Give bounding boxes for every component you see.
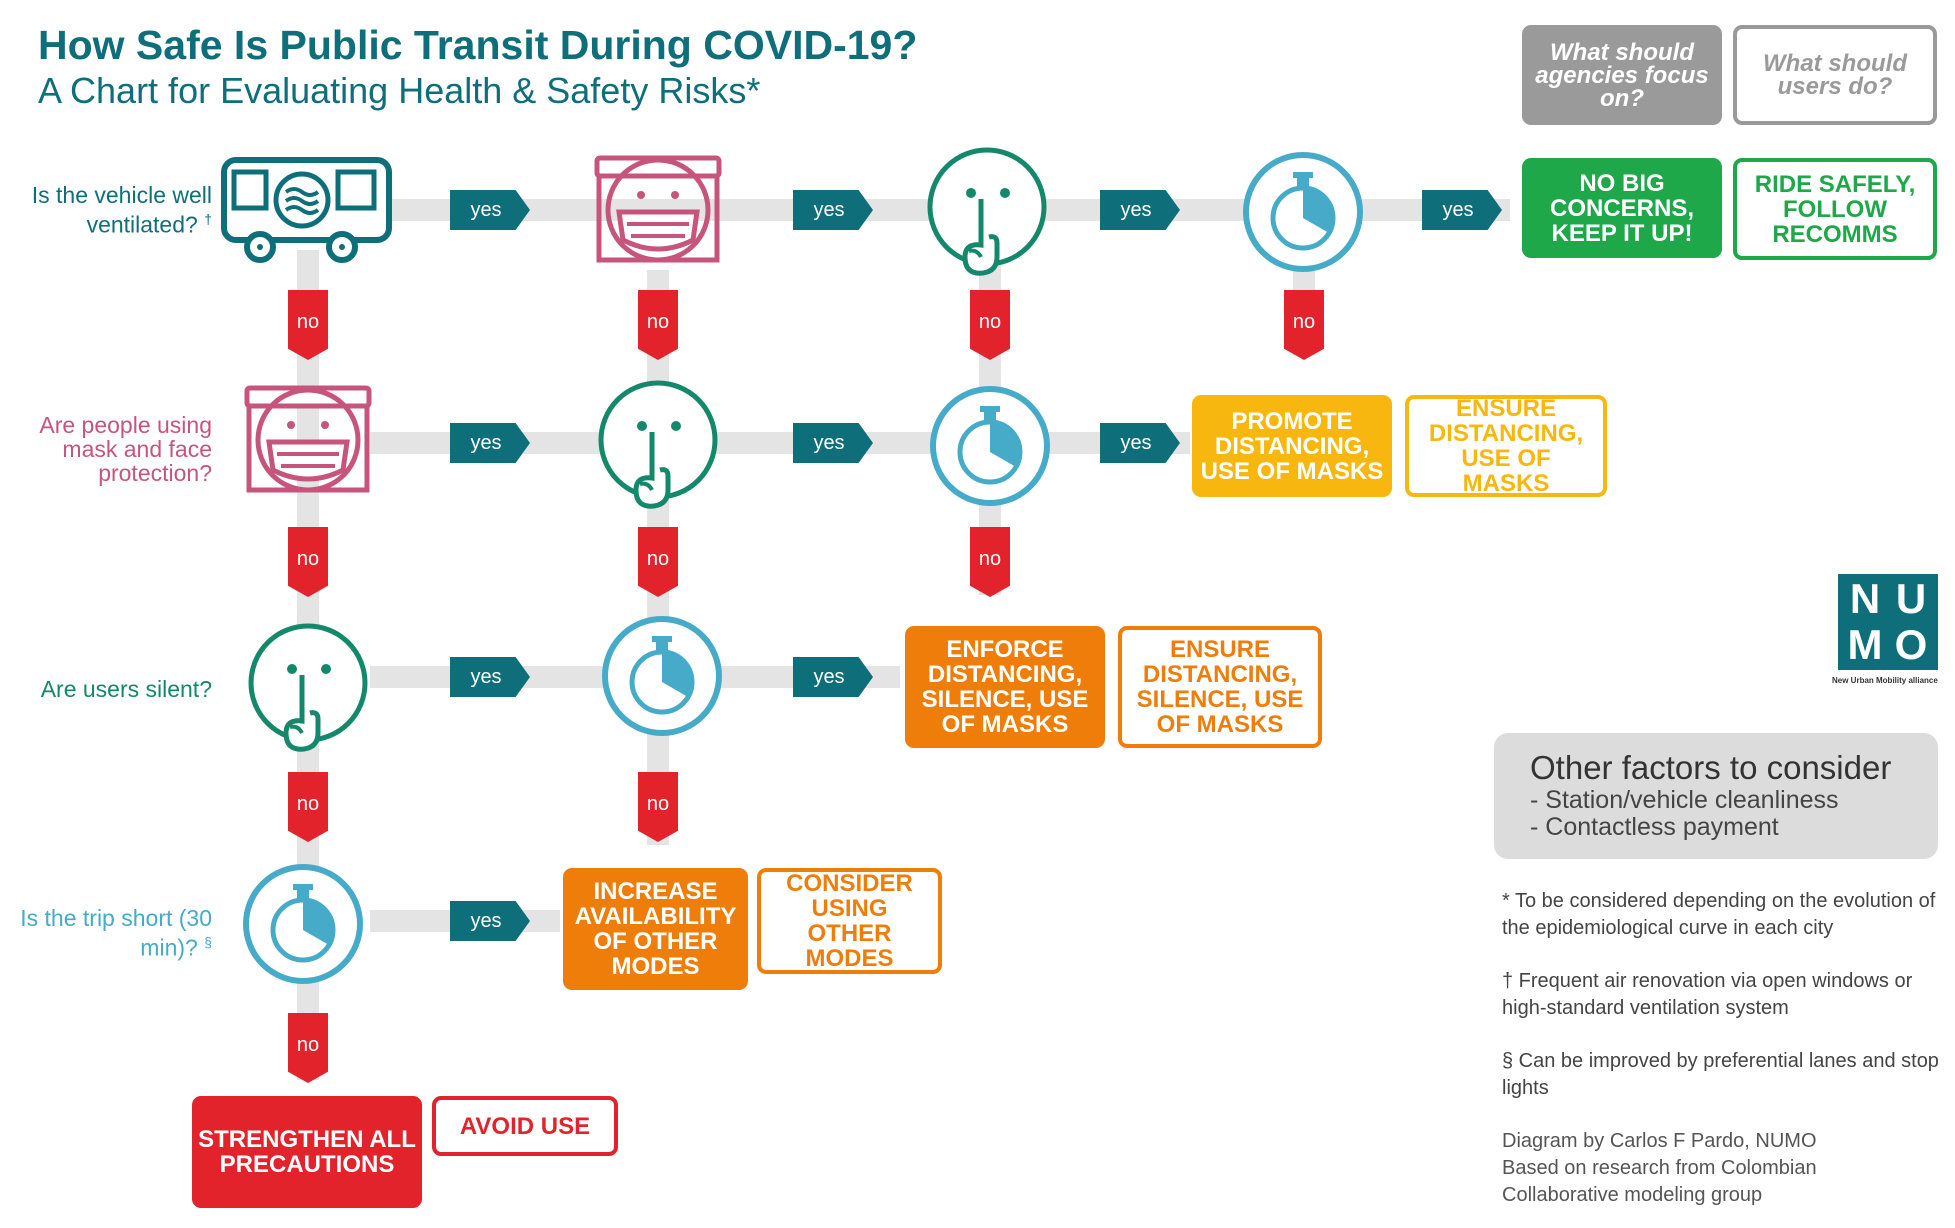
yes-arrow: yes xyxy=(450,190,530,230)
other-factors-panel: Other factors to consider - Station/vehi… xyxy=(1494,733,1938,859)
shush-face-icon xyxy=(248,623,368,752)
page-title: How Safe Is Public Transit During COVID-… xyxy=(38,22,918,68)
credit-line: Collaborative modeling group xyxy=(1502,1184,1763,1206)
other-factor-item: - Station/vehicle cleanliness xyxy=(1530,786,1839,814)
face-mask-icon xyxy=(244,385,372,493)
footnote-section: § Can be improved by preferential lanes … xyxy=(1502,1050,1939,1099)
no-arrow: no xyxy=(288,1013,328,1083)
credit-line: Based on research from Colombian xyxy=(1502,1157,1817,1179)
no-arrow: no xyxy=(638,527,678,597)
outcome-agency-row3: ENFORCE DISTANCING, SILENCE, USE OF MASK… xyxy=(905,626,1105,748)
no-arrow: no xyxy=(638,772,678,842)
yes-arrow: yes xyxy=(793,423,873,463)
bus-ventilation-icon xyxy=(221,157,392,263)
other-factor-item: - Contactless payment xyxy=(1530,813,1779,841)
stopwatch-icon xyxy=(602,616,722,736)
yes-arrow: yes xyxy=(1422,190,1502,230)
yes-arrow: yes xyxy=(793,657,873,697)
no-arrow: no xyxy=(288,290,328,360)
credit-line: Diagram by Carlos F Pardo, NUMO xyxy=(1502,1130,1817,1152)
no-arrow: no xyxy=(970,290,1010,360)
stopwatch-icon xyxy=(243,864,363,984)
question-masks: Are people using mask and face protectio… xyxy=(39,412,212,486)
outcome-user-row5: AVOID USE xyxy=(432,1096,618,1156)
outcome-agency-row5: STRENGTHEN ALL PRECAUTIONS xyxy=(192,1096,422,1208)
yes-arrow: yes xyxy=(1100,190,1180,230)
stopwatch-icon xyxy=(930,386,1050,506)
yes-arrow: yes xyxy=(1100,423,1180,463)
question-silent: Are users silent? xyxy=(40,676,212,702)
shush-face-icon xyxy=(927,147,1047,276)
credits: Diagram by Carlos F Pardo, NUMO Based on… xyxy=(1502,1128,1942,1209)
yes-arrow: yes xyxy=(450,657,530,697)
footnote-dagger: † Frequent air renovation via open windo… xyxy=(1502,970,1913,1019)
outcome-user-row3: ENSURE DISTANCING, SILENCE, USE OF MASKS xyxy=(1118,626,1322,748)
outcome-user-row1: RIDE SAFELY, FOLLOW RECOMMS xyxy=(1733,158,1937,260)
no-arrow: no xyxy=(288,527,328,597)
stopwatch-icon xyxy=(1243,152,1363,272)
yes-arrow: yes xyxy=(450,423,530,463)
numo-logo: N U M O xyxy=(1838,574,1938,670)
other-factors-title: Other factors to consider xyxy=(1530,749,1892,786)
outcome-agency-row2: PROMOTE DISTANCING, USE OF MASKS xyxy=(1192,395,1392,497)
question-ventilated: Is the vehicle well ventilated? † xyxy=(31,182,212,238)
face-mask-icon xyxy=(594,155,722,263)
footnote-asterisk: * To be considered depending on the evol… xyxy=(1502,890,1936,939)
no-arrow: no xyxy=(638,290,678,360)
no-arrow: no xyxy=(1284,290,1324,360)
shush-face-icon xyxy=(598,380,718,509)
no-arrow: no xyxy=(970,527,1010,597)
yes-arrow: yes xyxy=(450,901,530,941)
agencies-header: What should agencies focus on? xyxy=(1522,25,1722,125)
outcome-user-row4: CONSIDER USING OTHER MODES xyxy=(757,868,942,974)
page-subtitle: A Chart for Evaluating Health & Safety R… xyxy=(38,70,761,111)
users-header: What should users do? xyxy=(1733,25,1937,125)
outcome-user-row2: ENSURE DISTANCING, USE OF MASKS xyxy=(1405,395,1607,497)
yes-arrow: yes xyxy=(793,190,873,230)
no-arrow: no xyxy=(288,772,328,842)
outcome-agency-row1: NO BIG CONCERNS, KEEP IT UP! xyxy=(1522,158,1722,258)
outcome-agency-row4: INCREASE AVAILABILITY OF OTHER MODES xyxy=(563,868,748,990)
numo-caption: New Urban Mobility alliance xyxy=(1832,676,1938,685)
question-short-trip: Is the trip short (30 min)? § xyxy=(20,905,212,961)
